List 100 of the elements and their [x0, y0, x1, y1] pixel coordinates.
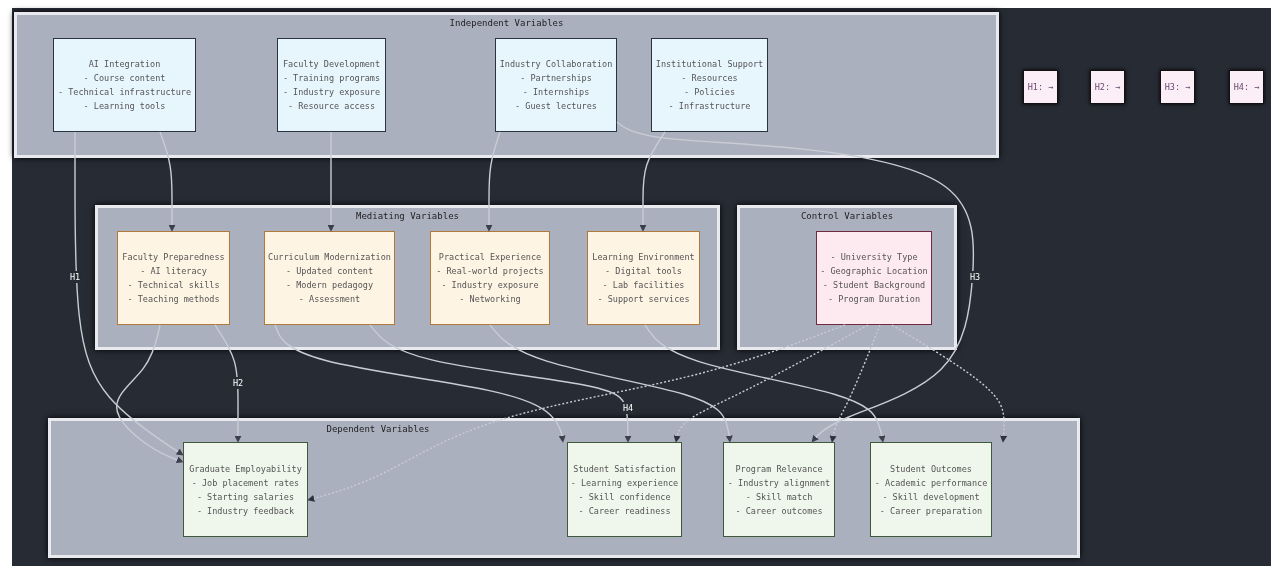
node-item: - Learning experience: [570, 477, 679, 488]
node-item: - Starting salaries: [196, 491, 295, 502]
node-title: Program Relevance: [735, 463, 823, 474]
group-panel: [48, 418, 1080, 558]
node-item: - Networking: [459, 294, 521, 304]
arrow: [327, 131, 335, 232]
node-item: - Support services: [597, 294, 690, 304]
node-title: Student Satisfaction: [573, 463, 676, 474]
node-item: - Resource access: [288, 101, 375, 111]
node-item: - Partnerships: [520, 73, 592, 83]
node-title: Curriculum Modernization: [268, 252, 391, 262]
variable-box: [430, 231, 550, 325]
edge-label: H3: [967, 271, 983, 283]
node-item: - Internships: [522, 87, 590, 97]
node-item: - AI literacy: [140, 266, 207, 276]
node-title: Faculty Preparedness: [122, 252, 225, 262]
variable-box: [264, 231, 395, 325]
variable-box: [587, 231, 700, 325]
node-item: - Career outcomes: [735, 505, 823, 516]
arrow: [639, 131, 666, 232]
arrow: [369, 324, 632, 443]
node-item: - Program Duration: [827, 294, 921, 304]
node-item: - Technical skills: [127, 280, 220, 290]
arrow: [673, 324, 869, 443]
node-title: Learning Environment: [592, 252, 695, 262]
node-item: - University Type: [830, 252, 918, 262]
key-box: [1229, 70, 1264, 104]
node-item: - Job placement rates: [191, 477, 300, 488]
variable-box: [567, 442, 682, 537]
key-label: H4: →: [1233, 82, 1260, 92]
node-item: - Policies: [683, 87, 736, 97]
node-item: - Teaching methods: [127, 294, 220, 304]
group-panel: [95, 205, 720, 350]
node-item: - Career preparation: [879, 505, 983, 516]
node-item: - Academic performance: [874, 477, 988, 488]
group-panel: [737, 205, 957, 350]
node-title: Faculty Development: [282, 59, 381, 69]
arrow: [891, 324, 1008, 443]
node-item: - Resources: [681, 73, 738, 83]
group-heading: Control Variables: [799, 211, 895, 221]
variable-box: [117, 231, 230, 325]
node-item: - Skill development: [882, 491, 980, 502]
node-item: - Lab facilities: [602, 280, 685, 290]
node-item: - Technical infrastructure: [57, 87, 192, 97]
key-box: [1090, 70, 1125, 104]
node-item: - Skill confidence: [578, 491, 671, 502]
node-item: - Skill match: [745, 491, 813, 502]
node-item: - Real-world projects: [436, 266, 544, 276]
edge-label: H2: [230, 377, 246, 389]
node-item: - Industry feedback: [196, 505, 295, 516]
node-item: - Career readiness: [578, 505, 671, 516]
node-item: - Updated content: [286, 266, 373, 276]
node-title: Graduate Employability: [189, 463, 302, 474]
arrow: [489, 324, 733, 443]
key-label: H2: →: [1094, 82, 1121, 92]
node-item: - Infrastructure: [668, 101, 751, 111]
node-title: Institutional Support: [655, 59, 764, 69]
arrow: [829, 324, 881, 443]
variable-box: [277, 38, 386, 132]
group-heading: Independent Variables: [448, 18, 565, 28]
arrow: [214, 324, 242, 443]
node-item: - Industry exposure: [441, 280, 539, 290]
variable-box: [53, 38, 196, 132]
variable-box: [495, 38, 617, 132]
arrow: [616, 121, 975, 443]
node-title: Practical Experience: [438, 252, 542, 262]
node-title: Student Outcomes: [890, 463, 972, 474]
arrow: [644, 324, 886, 443]
node-title: AI Integration: [88, 59, 161, 69]
key-label: H3: →: [1164, 82, 1191, 92]
group-heading: Mediating Variables: [355, 211, 460, 221]
key-box: [1023, 70, 1058, 104]
arrow: [115, 324, 184, 464]
group-heading: Dependent Variables: [325, 424, 431, 434]
node-item: - Geographic Location: [820, 266, 928, 276]
arrow: [307, 324, 846, 502]
node-item: - Training programs: [282, 73, 381, 83]
variable-box: [183, 442, 308, 537]
node-item: - Industry exposure: [282, 87, 381, 97]
edge-label: H1: [67, 271, 83, 283]
edge-label: H4: [620, 402, 636, 414]
variable-box: [816, 231, 932, 325]
node-item: - Student Background: [822, 280, 926, 290]
node-item: - Guest lectures: [515, 101, 597, 111]
variable-box: [723, 442, 835, 537]
arrow: [159, 131, 176, 232]
node-item: - Digital tools: [605, 266, 682, 276]
key-label: H1: →: [1027, 82, 1054, 92]
arrow: [274, 324, 566, 443]
node-item: - Learning tools: [83, 101, 166, 111]
variable-box: [870, 442, 992, 537]
node-item: - Course content: [83, 73, 166, 83]
node-item: - Assessment: [298, 294, 361, 304]
key-box: [1160, 70, 1195, 104]
node-title: Industry Collaboration: [499, 59, 613, 69]
variable-box: [651, 38, 768, 132]
node-item: - Modern pedagogy: [286, 280, 373, 290]
arrow: [74, 131, 184, 456]
node-item: - Industry alignment: [727, 477, 831, 488]
arrow: [485, 131, 501, 232]
